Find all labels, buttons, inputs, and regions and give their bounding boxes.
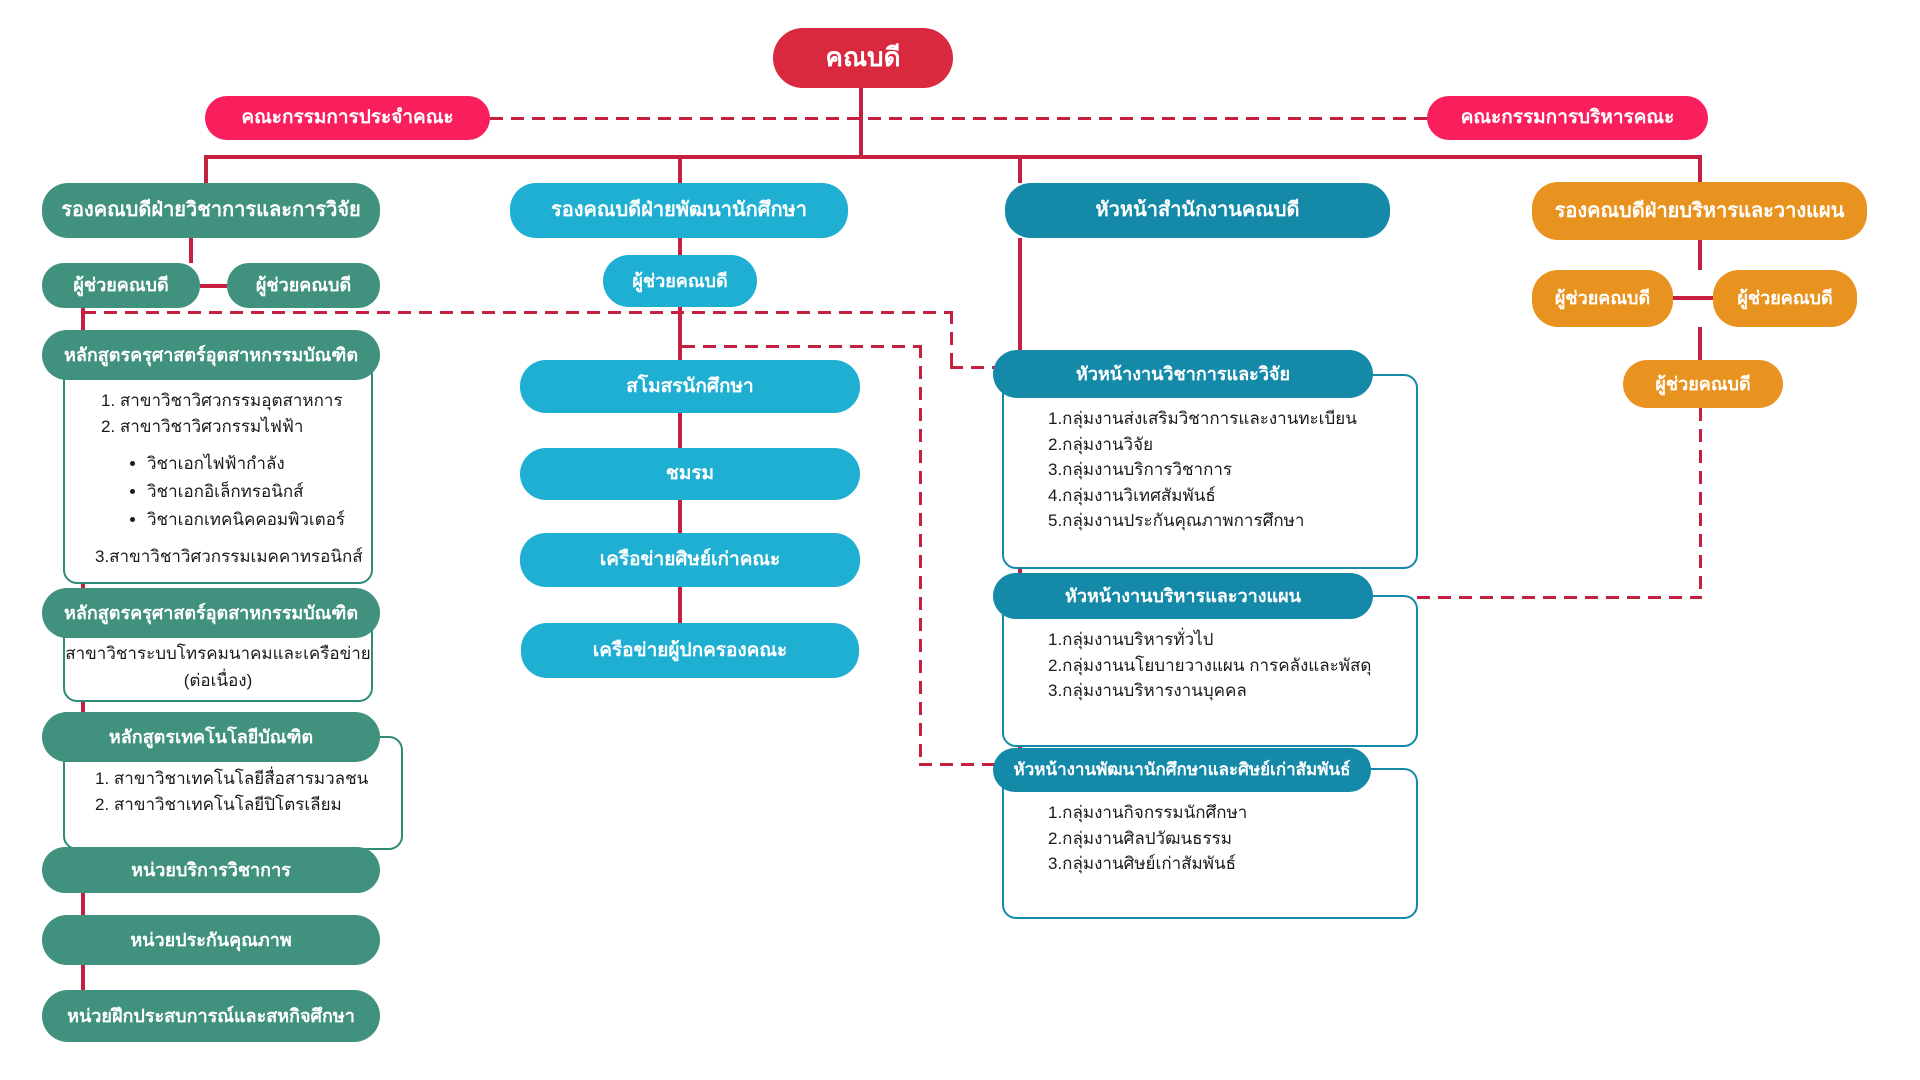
office-section-2-panel: 1.กลุ่มงานบริหารทั่วไป 2.กลุ่มงานนโยบายว… (1002, 595, 1418, 747)
dashed-office-to-admin (1375, 596, 1702, 599)
program-2-title-node: หลักสูตรครุศาสตร์อุตสาหกรรมบัณฑิต (42, 588, 380, 638)
program-item: 1. สาขาวิชาเทคโนโลยีสื่อสารมวลชน (95, 769, 369, 788)
connector-line (1673, 296, 1713, 300)
connector-drop-student (678, 158, 682, 183)
program-subtitle: สาขาวิชาระบบโทรคมนาคมและเครือข่าย (65, 644, 371, 664)
program-item: 2. สาขาวิชาเทคโนโลยีปิโตรเลียม (95, 795, 342, 815)
connector-line (189, 238, 193, 263)
program-subitem: วิชาเอกเทคนิคคอมพิวเตอร์ (147, 507, 371, 533)
executive-committee-node: คณะกรรมการบริหารคณะ (1427, 96, 1708, 140)
connector-line (1018, 238, 1022, 352)
program-item: 2. สาขาวิชาวิศวกรรมไฟฟ้า (101, 417, 304, 437)
connector-line (678, 238, 682, 257)
program-1-title-node: หลักสูตรครุศาสตร์อุตสาหกรรมบัณฑิต (42, 330, 380, 380)
dashed-academic-to-office (950, 311, 953, 369)
unit-node: หน่วยบริการวิชาการ (42, 847, 380, 893)
office-item: 5.กลุ่มงานประกันคุณภาพการศึกษา (1048, 511, 1305, 530)
office-section-2-title-node: หัวหน้างานบริหารและวางแผน (993, 573, 1373, 619)
office-item: 2.กลุ่มงานศิลปวัฒนธรรม (1048, 828, 1232, 848)
connector-drop-academic (204, 158, 208, 183)
connector-line (81, 308, 85, 332)
office-section-1-title-node: หัวหน้างานวิชาการและวิจัย (993, 350, 1373, 398)
dashed-student-to-office (919, 763, 995, 766)
student-group-node: เครือข่ายศิษย์เก่าคณะ (520, 533, 860, 587)
admin-vice-dean-node: รองคณบดีฝ่ายบริหารและวางแผน (1532, 182, 1867, 240)
office-item: 2.กลุ่มงานวิจัย (1048, 434, 1154, 454)
admin-assistant-dean-node: ผู้ช่วยคณบดี (1532, 270, 1673, 327)
office-item: 1.กลุ่มงานส่งเสริมวิชาการและงานทะเบียน (1048, 409, 1357, 428)
program-item: 1. สาขาวิชาวิศวกรรมอุตสาหการ (101, 391, 343, 410)
academic-assistant-dean-node: ผู้ช่วยคณบดี (42, 263, 200, 308)
program-subtitle: (ต่อเนื่อง) (183, 670, 253, 690)
office-section-1-panel: 1.กลุ่มงานส่งเสริมวิชาการและงานทะเบียน 2… (1002, 374, 1418, 569)
connector-line (678, 587, 682, 623)
admin-assistant-dean-node: ผู้ช่วยคณบดี (1623, 360, 1783, 408)
connector-line (81, 690, 85, 714)
student-assistant-dean-node: ผู้ช่วยคณบดี (603, 255, 757, 307)
office-item: 4.กลุ่มงานวิเทศสัมพันธ์ (1048, 485, 1216, 505)
connector-line (678, 500, 682, 533)
connector-line (1698, 240, 1702, 270)
dashed-academic-to-office (83, 311, 953, 314)
program-subitem: วิชาเอกไฟฟ้ากำลัง (147, 451, 371, 477)
connector-line (200, 284, 227, 288)
connector-line (81, 889, 85, 915)
connector-line (678, 307, 682, 360)
dashed-student-to-office (919, 345, 922, 766)
program-subitem: วิชาเอกอิเล็กทรอนิกส์ (147, 479, 371, 505)
dashed-committee-link (490, 117, 1427, 120)
connector-line (1698, 327, 1702, 362)
connector-drop-office (1018, 158, 1022, 183)
academic-vice-dean-node: รองคณบดีฝ่ายวิชาการและการวิจัย (42, 183, 380, 238)
student-group-node: เครือข่ายผู้ปกครองคณะ (521, 623, 859, 678)
dashed-student-to-office (682, 345, 922, 348)
admin-assistant-dean-node: ผู้ช่วยคณบดี (1713, 270, 1857, 327)
connector-dean-drop (859, 88, 863, 155)
unit-node: หน่วยฝึกประสบการณ์และสหกิจศึกษา (42, 990, 380, 1042)
office-item: 3.กลุ่มงานศิษย์เก่าสัมพันธ์ (1048, 854, 1236, 873)
standing-committee-node: คณะกรรมการประจำคณะ (205, 96, 490, 140)
connector-line (81, 963, 85, 990)
office-item: 3.กลุ่มงานบริการวิชาการ (1048, 460, 1233, 479)
office-item: 3.กลุ่มงานบริหารงานบุคคล (1048, 681, 1247, 700)
dashed-academic-to-office (950, 366, 995, 369)
connector-main-horizontal (204, 155, 1702, 159)
dean-node: คณบดี (773, 28, 953, 88)
office-head-node: หัวหน้าสำนักงานคณบดี (1005, 183, 1390, 238)
program-1-panel: 1. สาขาวิชาวิศวกรรมอุตสาหการ 2. สาขาวิชา… (63, 358, 373, 584)
office-item: 1.กลุ่มงานกิจกรรมนักศึกษา (1048, 803, 1248, 822)
student-vice-dean-node: รองคณบดีฝ่ายพัฒนานักศึกษา (510, 183, 848, 238)
office-item: 2.กลุ่มงานนโยบายวางแผน การคลังและพัสดุ (1048, 655, 1372, 675)
academic-assistant-dean-node: ผู้ช่วยคณบดี (227, 263, 380, 308)
dashed-office-to-admin (1699, 408, 1702, 599)
connector-line (678, 413, 682, 448)
student-group-node: สโมสรนักศึกษา (520, 360, 860, 413)
connector-drop-admin (1698, 158, 1702, 182)
office-section-3-title-node: หัวหน้างานพัฒนานักศึกษาและศิษย์เก่าสัมพั… (993, 748, 1371, 792)
program-3-title-node: หลักสูตรเทคโนโลยีบัณฑิต (42, 712, 380, 762)
unit-node: หน่วยประกันคุณภาพ (42, 915, 380, 965)
student-group-node: ชมรม (520, 448, 860, 500)
office-item: 1.กลุ่มงานบริหารทั่วไป (1048, 630, 1214, 649)
program-item: 3.สาขาวิชาวิศวกรรมเมคคาทรอนิกส์ (95, 546, 363, 566)
